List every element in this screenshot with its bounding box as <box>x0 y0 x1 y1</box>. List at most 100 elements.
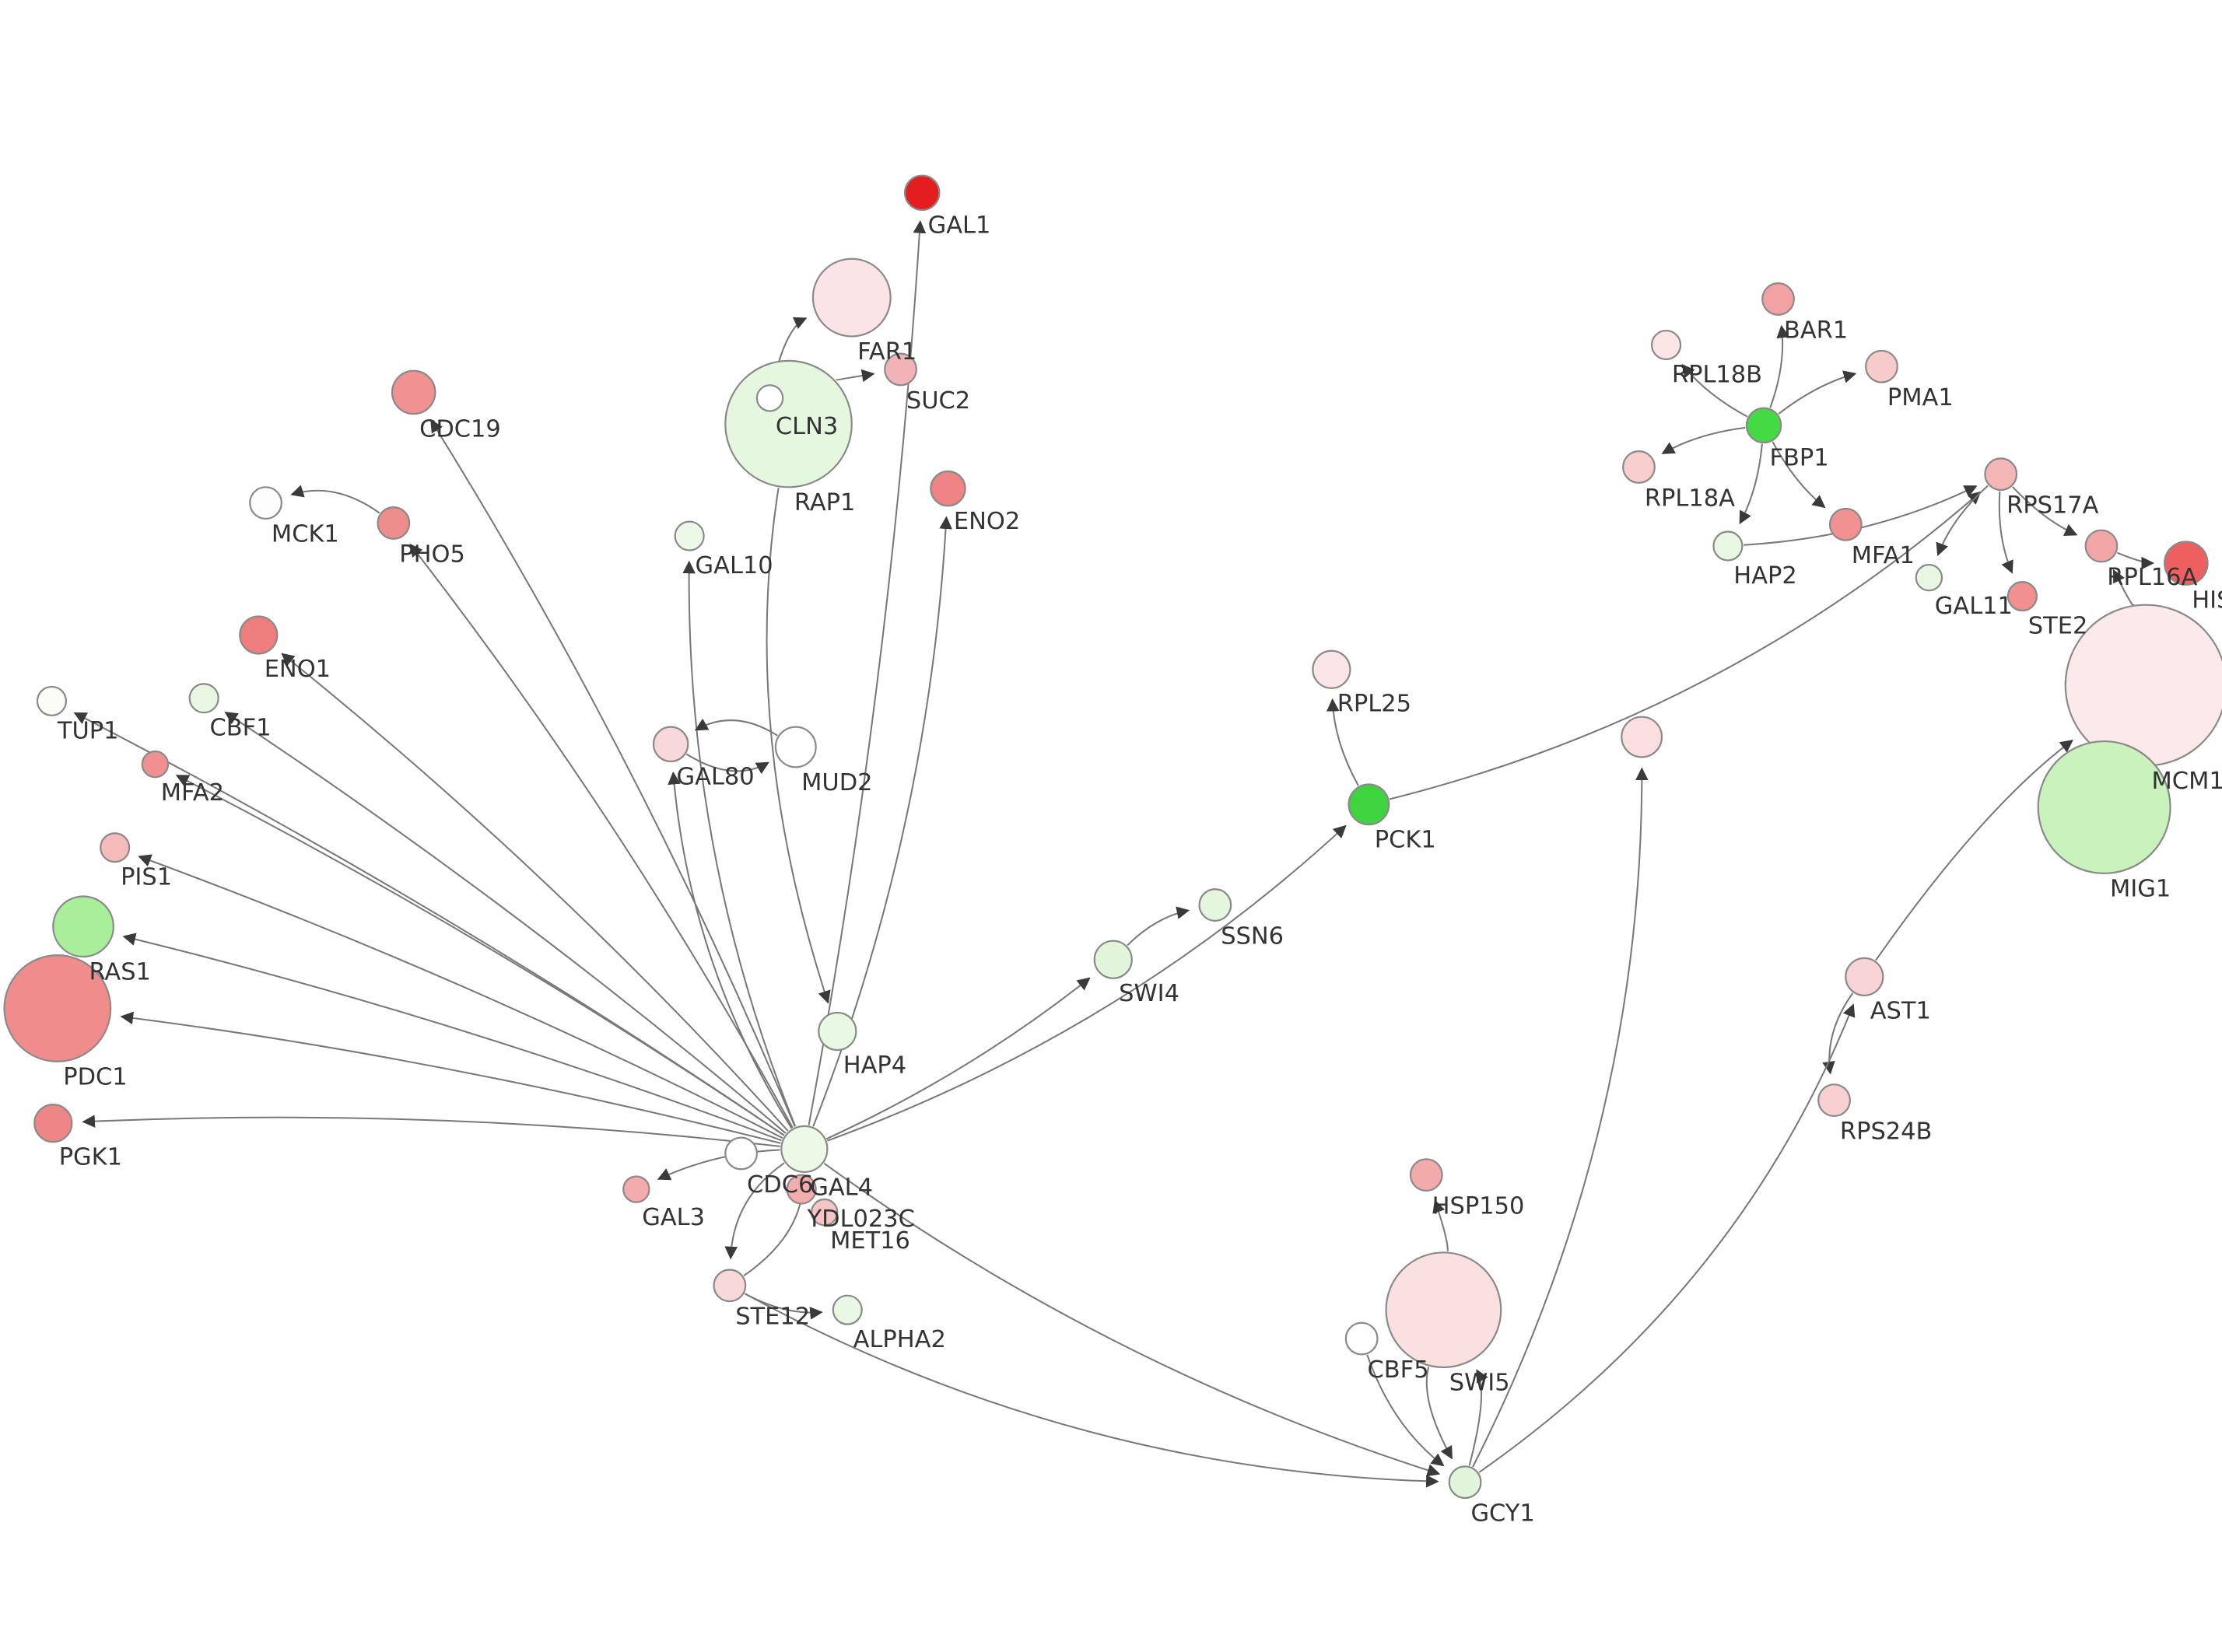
edge-GAL4-SWI4[interactable] <box>825 977 1091 1140</box>
edge-PHO5-MCK1[interactable] <box>290 485 380 514</box>
edge-GAL4-GAL3[interactable] <box>657 1149 780 1181</box>
node-SUC2[interactable] <box>884 352 917 387</box>
node-SWI5[interactable] <box>1385 1251 1502 1369</box>
node-ALPHA2[interactable] <box>832 1294 863 1325</box>
node-GAL4[interactable] <box>780 1125 829 1174</box>
node-SWI4[interactable] <box>1093 940 1133 979</box>
node-GCY1[interactable] <box>1448 1465 1482 1500</box>
edge-MUD2-GAL80[interactable] <box>694 718 778 737</box>
edge-SWI5-GCY1[interactable] <box>1425 1367 1453 1460</box>
node-PGK1[interactable] <box>33 1104 73 1143</box>
edge-GAL4-ENO1[interactable] <box>281 653 789 1132</box>
node-HAP4[interactable] <box>818 1011 857 1052</box>
edge-GAL4-MFA2[interactable] <box>175 775 785 1136</box>
node-SSN6[interactable] <box>1198 888 1232 922</box>
edge-GAL4-RAS1[interactable] <box>122 933 782 1142</box>
edge-FBP1-PMA1[interactable] <box>1778 370 1857 415</box>
node-RAS1[interactable] <box>52 895 114 958</box>
edge-GAL4-GCY1[interactable] <box>823 1163 1441 1477</box>
edge-MCM1-RPL16A[interactable] <box>2112 569 2135 607</box>
edge-GCY1-NODE_U1[interactable] <box>1472 767 1649 1468</box>
edge-GAL4-CBF1[interactable] <box>224 712 787 1134</box>
node-STE2[interactable] <box>2006 581 2038 612</box>
node-GAL3[interactable] <box>622 1175 650 1203</box>
edge-RAP1-HAP4[interactable] <box>766 488 831 1004</box>
edge-FBP1-RPL18B[interactable] <box>1681 363 1748 418</box>
node-PIS1[interactable] <box>100 832 131 863</box>
edge-RPS17A-GAL11[interactable] <box>1936 485 1989 556</box>
node-PDC1[interactable] <box>3 954 112 1062</box>
node-GAL10[interactable] <box>674 520 705 551</box>
edge-FBP1-MFA1[interactable] <box>1772 441 1826 509</box>
node-PCK1[interactable] <box>1348 783 1390 826</box>
edge-GCY1-SWI5[interactable] <box>1468 1369 1488 1466</box>
edge-STE12-ALPHA2[interactable] <box>744 1293 823 1320</box>
node-YDL023C[interactable] <box>786 1174 817 1205</box>
node-GAL80[interactable] <box>652 726 689 763</box>
node-CBF1[interactable] <box>188 683 219 714</box>
edge-GAL4-TUP1[interactable] <box>73 712 785 1136</box>
edge-HAP2-RPS17A[interactable] <box>1744 485 1978 546</box>
edge-GAL4-GAL1[interactable] <box>808 220 927 1125</box>
node-ENO2[interactable] <box>930 470 966 507</box>
node-MCK1[interactable] <box>249 486 282 520</box>
edge-STE12-GCY1[interactable] <box>744 1293 1439 1488</box>
node-FBP1[interactable] <box>1745 407 1782 444</box>
node-CLN3[interactable] <box>755 384 784 412</box>
node-NODE_U1[interactable] <box>1621 716 1663 758</box>
node-RPS17A[interactable] <box>1984 457 2018 492</box>
node-BAR1[interactable] <box>1761 282 1795 316</box>
node-TUP1[interactable] <box>36 685 68 716</box>
edge-AST1-MCM1[interactable] <box>1875 739 2073 961</box>
node-RPL18A[interactable] <box>1622 450 1656 484</box>
edge-FBP1-RPL18A[interactable] <box>1661 426 1746 454</box>
node-MET16[interactable] <box>810 1198 839 1227</box>
node-RAP1[interactable] <box>724 359 853 488</box>
edge-GAL4-GAL10[interactable] <box>682 560 797 1127</box>
node-HAP2[interactable] <box>1712 530 1744 562</box>
edge-GAL4-CDC19[interactable] <box>430 419 796 1127</box>
edge-SWI5-HSP150[interactable] <box>1432 1199 1449 1251</box>
node-CDC19[interactable] <box>391 369 436 415</box>
node-MFA1[interactable] <box>1828 507 1863 541</box>
edge-RPS17A-STE2[interactable] <box>1998 491 2013 574</box>
edge-RPS17A-RPL16A[interactable] <box>2012 486 2078 537</box>
node-AST1[interactable] <box>1845 957 1884 996</box>
edge-SWI4-SSN6[interactable] <box>1127 906 1190 947</box>
node-FAR1[interactable] <box>811 257 892 338</box>
edge-RPL16A-HIS4[interactable] <box>2117 551 2155 570</box>
node-RPL18B[interactable] <box>1650 329 1682 361</box>
edge-GAL4-PIS1[interactable] <box>138 854 783 1139</box>
edge-PCK1-RPS17A[interactable] <box>1389 491 1982 800</box>
node-HSP150[interactable] <box>1409 1158 1443 1192</box>
node-PHO5[interactable] <box>377 506 411 540</box>
node-ENO1[interactable] <box>239 615 279 655</box>
edge-GAL80-MUD2[interactable] <box>685 753 769 775</box>
node-MUD2[interactable] <box>774 726 817 768</box>
edge-GAL4-PDC1[interactable] <box>120 1011 781 1144</box>
edge-FBP1-HAP2[interactable] <box>1739 443 1763 525</box>
edge-GAL4-PGK1[interactable] <box>82 1115 780 1147</box>
node-GAL1[interactable] <box>903 174 941 212</box>
edge-GAL4-PHO5[interactable] <box>409 543 794 1129</box>
edge-RAP1-SUC2[interactable] <box>835 369 875 383</box>
edge-CBF5-GCY1[interactable] <box>1366 1354 1445 1467</box>
node-RPL16A[interactable] <box>2084 529 2119 563</box>
edge-PCK1-RPL25[interactable] <box>1326 698 1359 786</box>
edge-FBP1-BAR1[interactable] <box>1769 324 1789 408</box>
node-GAL11[interactable] <box>1915 563 1943 592</box>
node-HIS4[interactable] <box>2164 541 2209 586</box>
node-PMA1[interactable] <box>1865 349 1898 383</box>
node-CDC6[interactable] <box>724 1136 759 1171</box>
edge-GAL4-PCK1[interactable] <box>827 824 1347 1142</box>
edge-GCY1-AST1[interactable] <box>1478 1003 1856 1473</box>
node-MIG1[interactable] <box>2037 740 2171 875</box>
edge-GAL4-GAL80[interactable] <box>668 771 793 1129</box>
node-MFA2[interactable] <box>141 750 170 779</box>
node-RPL25[interactable] <box>1312 649 1351 689</box>
edge-AST1-RPS24B[interactable] <box>1822 992 1854 1075</box>
edge-GAL4-STE12[interactable] <box>724 1162 785 1260</box>
node-MCM1[interactable] <box>2064 604 2222 767</box>
node-STE12[interactable] <box>713 1269 747 1303</box>
